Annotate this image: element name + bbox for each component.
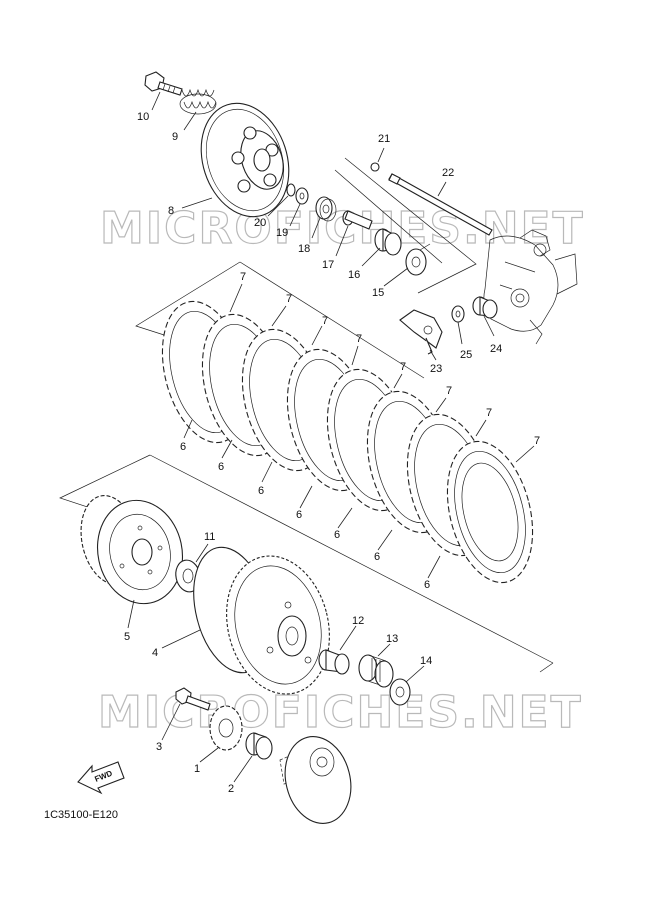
- callout-7e: 7: [400, 361, 406, 373]
- callout-7g: 7: [486, 407, 492, 419]
- callout-18: 18: [298, 243, 310, 255]
- callout-15: 15: [372, 287, 384, 299]
- callout-7c: 7: [322, 315, 328, 327]
- group-frames: [59, 157, 554, 673]
- callout-6f: 6: [374, 551, 380, 563]
- part-14-washer: [389, 678, 411, 706]
- callout-22: 22: [442, 167, 454, 179]
- callout-24: 24: [490, 343, 502, 355]
- callout-9: 9: [172, 131, 178, 143]
- part-drive-hub: [279, 736, 352, 824]
- part-1-primary-drive-gear: [209, 705, 243, 751]
- callout-7h: 7: [534, 435, 540, 447]
- part-22-push-rod: [388, 173, 493, 236]
- callout-6b: 6: [218, 461, 224, 473]
- part-12-collar: [318, 649, 350, 675]
- part-8-pressure-plate: [200, 102, 290, 218]
- callout-23: 23: [430, 363, 442, 375]
- callout-6c: 6: [258, 485, 264, 497]
- part-20-washer: [286, 183, 296, 197]
- callout-6g: 6: [424, 579, 430, 591]
- part-3-bolt: [175, 687, 211, 711]
- part-10-bolt: [144, 71, 183, 96]
- fwd-arrow: FWD: [77, 761, 125, 795]
- part-13-needle-bearing: [358, 654, 394, 688]
- callout-2: 2: [228, 783, 234, 795]
- leader-lines: [127, 91, 535, 783]
- callout-6e: 6: [334, 529, 340, 541]
- part-24-bush: [472, 296, 498, 319]
- part-15-plate: [405, 243, 431, 276]
- callout-4: 4: [152, 647, 158, 659]
- callout-7f: 7: [446, 385, 452, 397]
- callout-11: 11: [204, 531, 215, 543]
- callout-20: 20: [254, 217, 266, 229]
- callout-7d: 7: [356, 333, 362, 345]
- callout-21: 21: [378, 133, 390, 145]
- callout-5: 5: [124, 631, 130, 643]
- part-16-collar: [374, 228, 402, 256]
- part-5-primary-driven-gear: [80, 495, 184, 605]
- drawing-code: 1C35100-E120: [44, 809, 118, 821]
- callout-6d: 6: [296, 509, 302, 521]
- callout-25: 25: [460, 349, 472, 361]
- callout-14: 14: [420, 655, 432, 667]
- callouts: 10 9 8 21 22 20 19 18 17 16 15 25 24 23 …: [124, 111, 540, 795]
- part-17-push-rod-end: [342, 210, 373, 230]
- part-18-bearing: [315, 196, 337, 222]
- callout-8: 8: [168, 205, 174, 217]
- clutch-plate-stack: [161, 300, 534, 584]
- part-2-collar: [245, 732, 273, 760]
- callout-13: 13: [386, 633, 398, 645]
- part-19-washer: [295, 187, 309, 205]
- callout-19: 19: [276, 227, 288, 239]
- callout-10: 10: [137, 111, 149, 123]
- friction-plate-8: [446, 440, 534, 584]
- callout-1: 1: [194, 763, 200, 775]
- callout-6a: 6: [180, 441, 186, 453]
- watermark-top: MICROFICHES.NET: [100, 203, 585, 254]
- callout-3: 3: [156, 741, 162, 753]
- part-25-seal: [451, 305, 465, 323]
- part-21-ball: [370, 162, 380, 172]
- callout-12: 12: [352, 615, 364, 627]
- part-9-spring: [179, 88, 217, 115]
- part-23-lever: [399, 309, 443, 355]
- callout-17: 17: [322, 259, 334, 271]
- callout-16: 16: [348, 269, 360, 281]
- callout-7a: 7: [240, 271, 246, 283]
- part-4-clutch-housing: [193, 546, 330, 695]
- watermark-bottom: MICROFICHES.NET: [98, 687, 583, 738]
- callout-7b: 7: [286, 293, 292, 305]
